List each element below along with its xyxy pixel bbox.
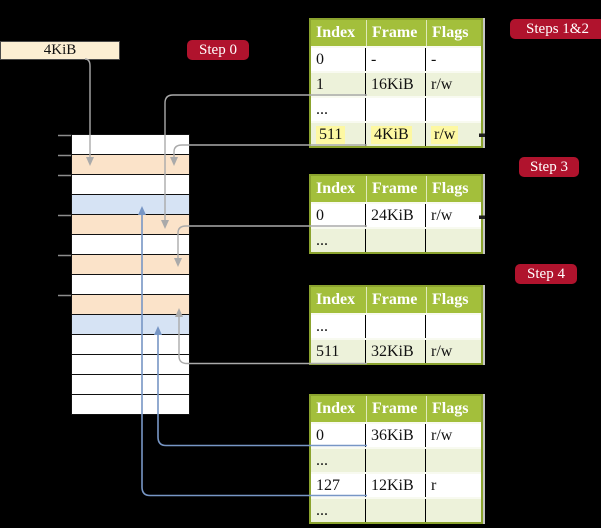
cell-frame: 36KiB — [366, 424, 426, 447]
step-0-badge: Step 0 — [187, 40, 249, 60]
cell-flags: r/w — [431, 75, 453, 93]
col-header-frame: Frame — [366, 287, 426, 313]
memory-row-white — [72, 175, 189, 195]
table-row: 1 16KiB r/w — [311, 71, 481, 96]
memory-address-ticks — [58, 134, 71, 297]
memory-row-white — [72, 355, 189, 375]
memory-row-blue — [72, 315, 189, 335]
cell-frame: - — [366, 48, 426, 71]
cell-index: 0 — [311, 424, 366, 447]
cell-index: 1 — [311, 73, 366, 96]
table-row: ... — [311, 497, 481, 522]
page-table-level-2: Index Frame Flags ... 511 32KiB r/w — [309, 285, 483, 365]
step-3-badge: Step 3 — [519, 157, 579, 177]
col-header-index: Index — [316, 291, 356, 308]
col-header-frame: Frame — [366, 396, 426, 422]
table-row-highlighted: 511 4KiB r/w — [311, 121, 481, 146]
cell-index: ... — [311, 315, 366, 338]
memory-stack — [71, 134, 190, 415]
cell-frame: 24KiB — [366, 204, 426, 227]
frame-4kib-label: 4KiB — [43, 42, 77, 58]
cell-frame: 16KiB — [366, 73, 426, 96]
table-header-row: Index Frame Flags — [311, 20, 481, 46]
table-row: ... — [311, 447, 481, 472]
cell-flags: - — [431, 50, 437, 68]
col-header-frame: Frame — [366, 20, 426, 46]
page-table-level-1: Index Frame Flags 0 36KiB r/w ... 127 12… — [309, 394, 483, 524]
memory-row-peach — [72, 295, 189, 315]
cell-flags — [426, 98, 481, 121]
cell-frame: 12KiB — [366, 474, 426, 497]
memory-row-white — [72, 335, 189, 355]
table-header-row: Index Frame Flags — [311, 176, 481, 202]
cell-frame: 32KiB — [366, 340, 426, 363]
cell-flags: r/w — [426, 123, 481, 146]
cell-frame: 4KiB — [366, 123, 426, 146]
cell-index: 127 — [311, 474, 366, 497]
memory-row-peach — [72, 215, 189, 235]
memory-row-white — [72, 235, 189, 255]
cell-index: ... — [311, 449, 366, 472]
cell-flags: r — [431, 476, 437, 494]
table-header-row: Index Frame Flags — [311, 287, 481, 313]
col-header-flags: Flags — [426, 396, 481, 422]
table-row: 0 24KiB r/w — [311, 202, 481, 227]
page-table-level-3: Index Frame Flags 0 24KiB r/w ... — [309, 174, 483, 254]
cell-flags: r/w — [431, 426, 453, 444]
cell-index: 0 — [311, 48, 366, 71]
cell-index: ... — [311, 499, 366, 522]
cell-flags — [426, 449, 481, 472]
cell-flags: r/w — [431, 342, 453, 360]
col-header-index: Index — [316, 180, 356, 197]
cell-flags — [426, 315, 481, 338]
cell-flags: r/w — [431, 206, 453, 224]
memory-row-peach — [72, 255, 189, 275]
memory-row-white — [72, 275, 189, 295]
cell-frame — [366, 98, 426, 121]
table-row: ... — [311, 227, 481, 252]
memory-row-blue — [72, 195, 189, 215]
cell-frame — [366, 449, 426, 472]
table-row: ... — [311, 96, 481, 121]
col-header-index: Index — [316, 24, 356, 41]
cell-frame — [366, 499, 426, 522]
memory-row-white — [72, 375, 189, 395]
col-header-flags: Flags — [426, 20, 481, 46]
table-row: 0 - - — [311, 46, 481, 71]
table-header-row: Index Frame Flags — [311, 396, 481, 422]
cell-index: ... — [311, 98, 366, 121]
col-header-flags: Flags — [426, 176, 481, 202]
table-row: 511 32KiB r/w — [311, 338, 481, 363]
steps-1-2-badge: Steps 1&2 — [510, 19, 601, 39]
page-table-level-top: Index Frame Flags 0 - - 1 16KiB r/w ... … — [309, 18, 483, 148]
memory-row-peach — [72, 155, 189, 175]
cell-flags — [426, 499, 481, 522]
col-header-index: Index — [316, 400, 356, 417]
table-row: ... — [311, 313, 481, 338]
table-row: 127 12KiB r — [311, 472, 481, 497]
cell-index: 511 — [311, 340, 366, 363]
step-4-badge: Step 4 — [515, 264, 577, 284]
cell-flags — [426, 229, 481, 252]
table-row: 0 36KiB r/w — [311, 422, 481, 447]
cell-frame — [366, 229, 426, 252]
col-header-frame: Frame — [366, 176, 426, 202]
cell-index: 511 — [311, 123, 366, 146]
memory-row-white — [72, 395, 189, 414]
memory-row-white — [72, 135, 189, 155]
frame-4kib-label-box: 4KiB — [0, 41, 120, 60]
col-header-flags: Flags — [426, 287, 481, 313]
cell-index: ... — [311, 229, 366, 252]
cell-frame — [366, 315, 426, 338]
cell-index: 0 — [311, 204, 366, 227]
